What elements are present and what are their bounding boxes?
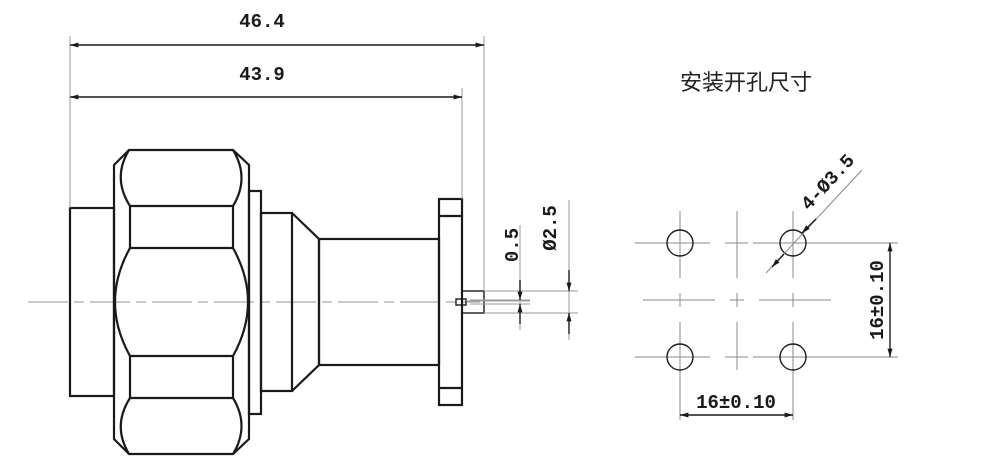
mounting-hole <box>666 343 694 371</box>
cutout-title: 安装开孔尺寸 <box>680 71 812 96</box>
connector-side-view <box>68 148 530 456</box>
dim-pin-diameter-label: Ø2.5 <box>540 205 562 251</box>
hex-nut <box>112 148 251 456</box>
dim-to-flange-label: 43.9 <box>239 64 285 86</box>
dim-overall-label: 46.4 <box>239 11 285 33</box>
mounting-hole <box>779 229 807 257</box>
panel-cutout-view <box>635 211 898 420</box>
mounting-hole <box>666 229 694 257</box>
mounting-hole <box>779 343 807 371</box>
contact-pin <box>455 290 530 314</box>
dim-vertical-label: 16±0.10 <box>867 260 889 340</box>
dim-horizontal-label: 16±0.10 <box>696 392 776 414</box>
dim-pin-offset-label: 0.5 <box>502 228 524 262</box>
collar <box>259 211 294 393</box>
